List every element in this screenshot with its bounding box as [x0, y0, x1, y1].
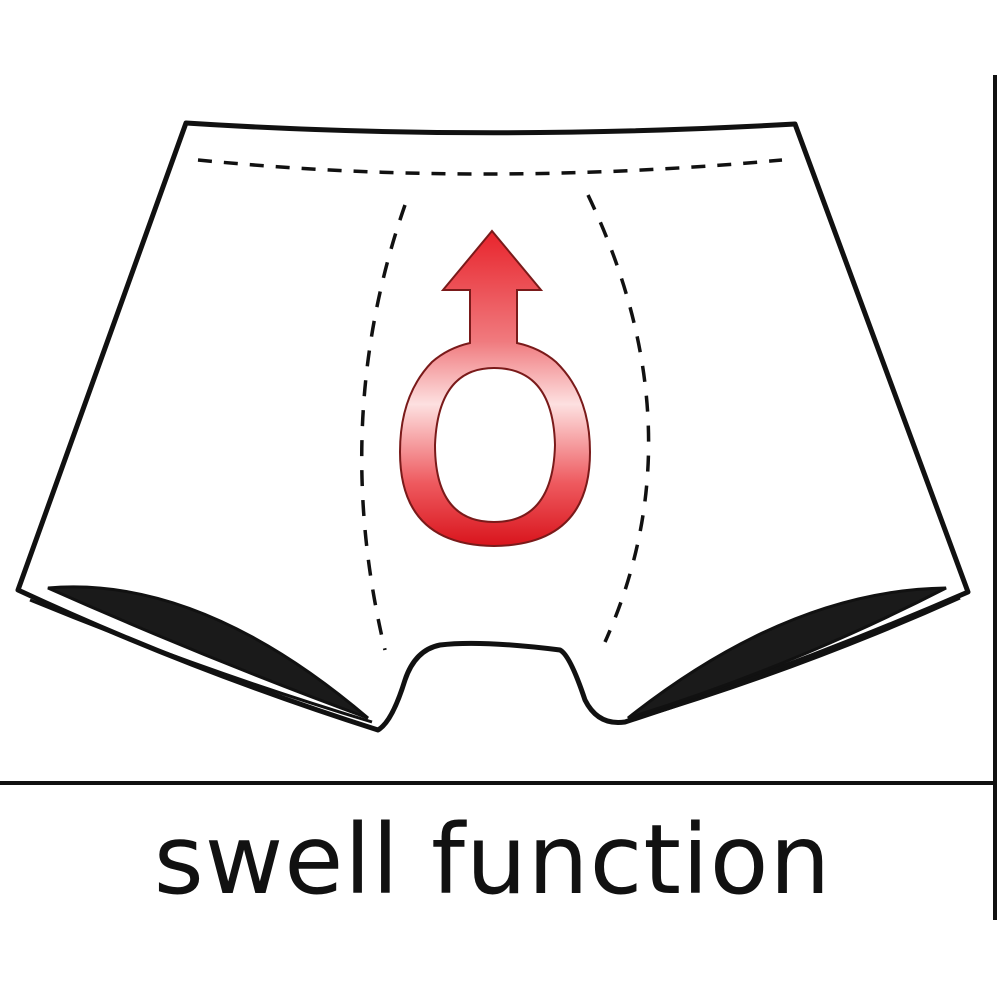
shorts-outline	[15, 120, 971, 733]
leg-opening-left	[47, 585, 369, 720]
pouch-stitching-left	[360, 204, 407, 651]
male-symbol-icon	[398, 229, 592, 548]
waistband-stitching	[197, 158, 783, 176]
leg-opening-right-edge	[624, 596, 961, 724]
pouch-stitching-right	[586, 194, 651, 643]
leg-opening-right	[627, 586, 947, 720]
leg-opening-left-edge	[29, 598, 373, 724]
feature-caption: swell function	[153, 804, 832, 916]
